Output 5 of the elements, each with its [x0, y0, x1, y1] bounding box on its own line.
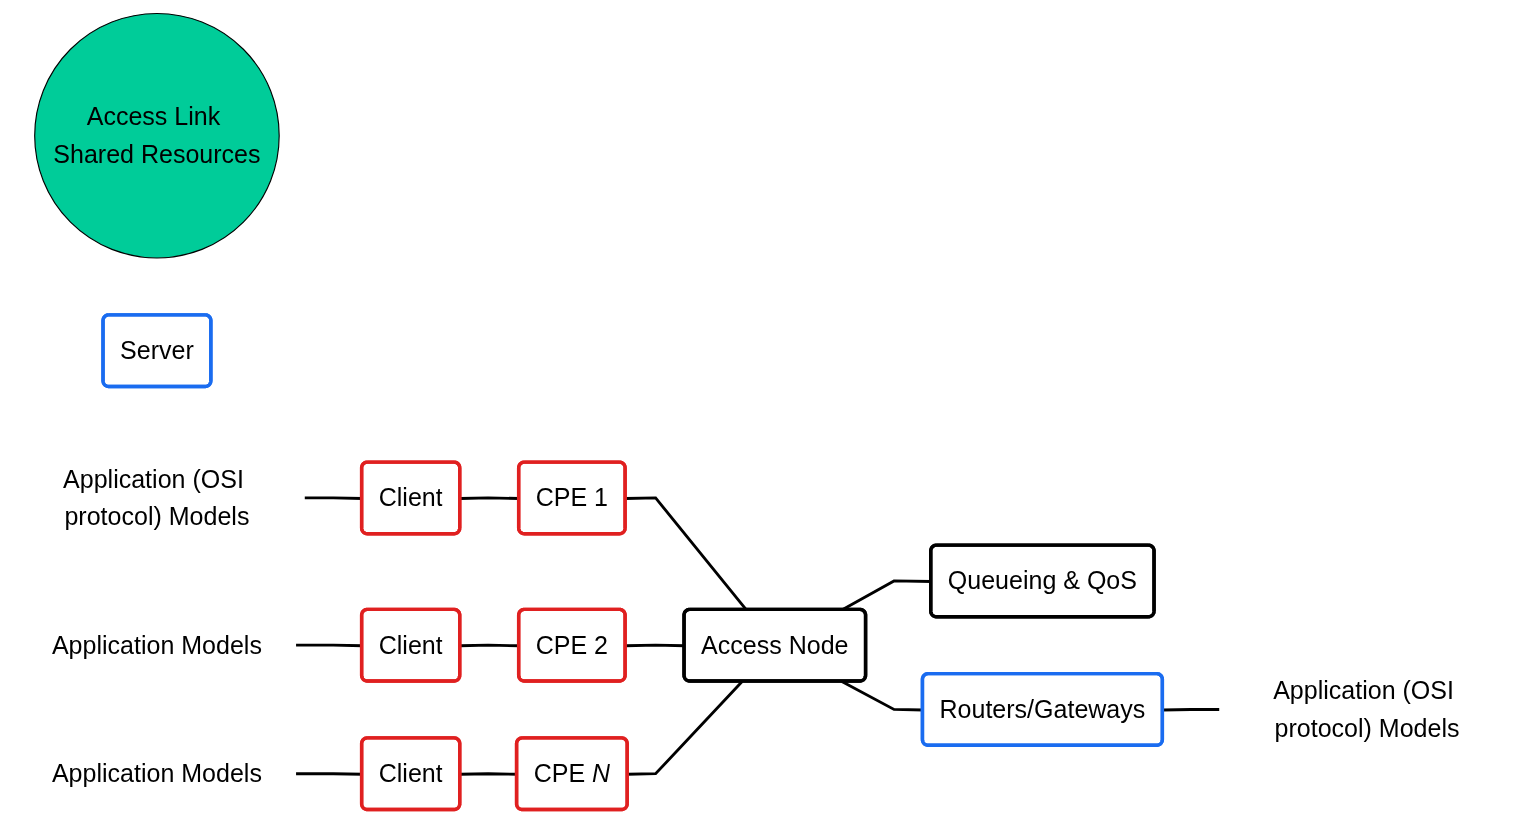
node-text: Application Models	[51, 759, 262, 788]
node-text: Application (OSI protocol) Models	[63, 464, 250, 531]
node-text: Application Models	[51, 630, 262, 660]
node-text: Application (OSI protocol) Models	[1273, 676, 1460, 743]
node-circle: Access Link Shared Resources	[34, 12, 280, 259]
